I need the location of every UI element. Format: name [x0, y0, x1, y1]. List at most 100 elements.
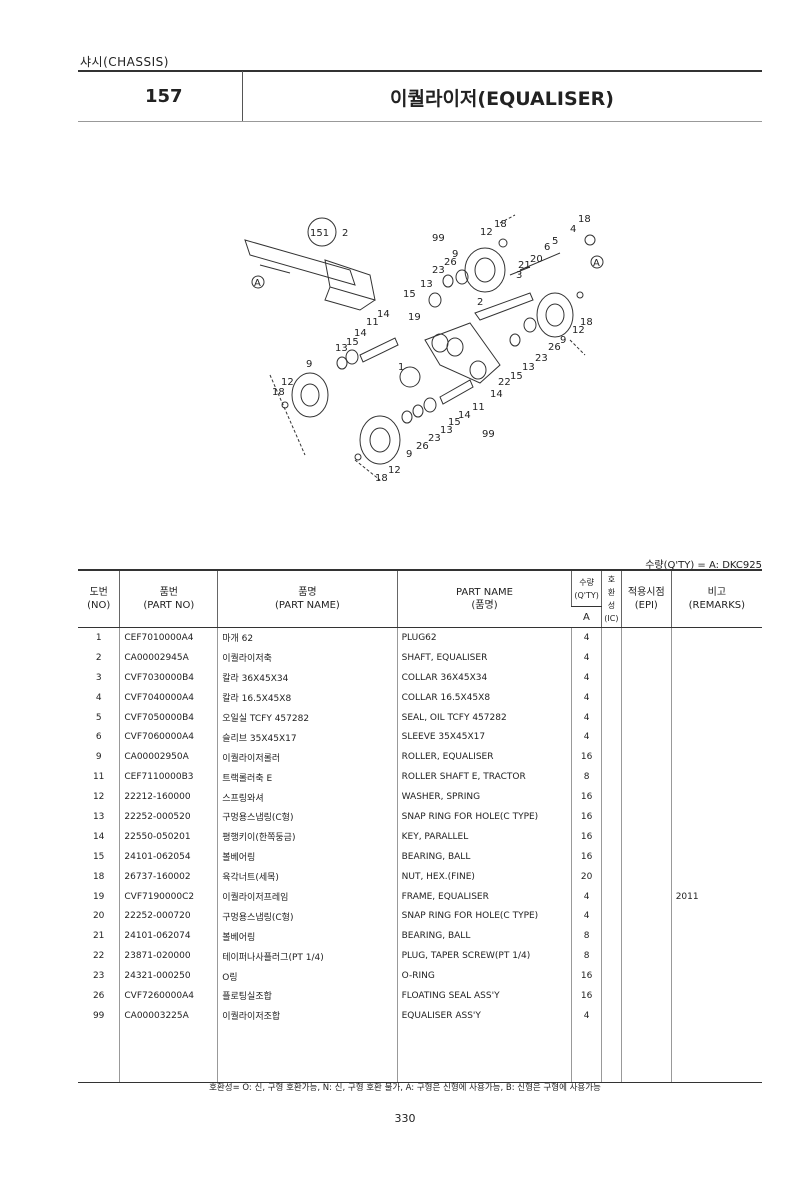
cell-name-en: KEY, PARALLEL: [396, 826, 572, 847]
callout-label: 13: [522, 362, 535, 373]
cell-qty: 4: [571, 687, 602, 708]
callout-label: 14: [490, 389, 503, 400]
callout-label: 15: [403, 289, 416, 300]
cell-name-kr: 이퀄라이저조합: [217, 1005, 398, 1026]
title-rule: [78, 121, 762, 122]
cell-part-no: CVF7030000B4: [119, 667, 218, 688]
cell-remarks: [670, 807, 762, 827]
cell-qty: 8: [571, 946, 602, 967]
cell-name-en: COLLAR 36X45X34: [396, 667, 572, 688]
cell-part-no: CVF7040000A4: [119, 687, 218, 708]
empty-cell: [571, 1025, 602, 1083]
callout-label: 21: [518, 260, 531, 271]
empty-cell: [217, 1025, 398, 1083]
cell-epi: [620, 767, 672, 788]
cell-qty: 16: [571, 986, 602, 1006]
col-part-name-kr-label: 품명 (PART NAME): [275, 587, 340, 611]
callout-label: 99: [482, 429, 495, 440]
cell-no: 20: [92, 911, 105, 922]
cell-no: 4: [95, 692, 102, 703]
cell-remarks: [670, 747, 762, 768]
cell-qty: 4: [571, 667, 602, 688]
cell-name-kr: 이퀄라이저축: [217, 647, 398, 668]
col-qty-label: 수량 (Q'TY): [574, 577, 599, 600]
cell-epi: [620, 826, 672, 847]
cell-part-no: CA00003225A: [119, 1005, 218, 1026]
cell-name-en: SLEEVE 35X45X17: [396, 727, 572, 748]
cell-part-no: 22252-000520: [119, 807, 218, 827]
callout-label: 5: [552, 236, 558, 247]
cell-name-kr: 볼베어링: [217, 926, 398, 947]
cell-no: 5: [95, 712, 102, 723]
cell-remarks: [670, 647, 762, 668]
cell-name-kr: 평행키이(한쪽둥금): [217, 826, 398, 847]
col-ic-label: 호 환 성 (IC): [604, 575, 619, 623]
cell-ic: [600, 966, 622, 987]
cell-qty: 4: [571, 1005, 602, 1026]
callout-label: 13: [440, 425, 453, 436]
callout-label: 23: [432, 265, 445, 276]
reference-marker: A: [593, 258, 600, 269]
callout-label: 15: [346, 337, 359, 348]
page-title: 이퀄라이저(EQUALISER): [390, 88, 614, 110]
cell-ic: [600, 667, 622, 688]
cell-epi: [620, 747, 672, 768]
cell-name-kr: 칼라 36X45X34: [217, 667, 398, 688]
cell-no: 14: [92, 831, 105, 842]
callout-label: 18: [375, 473, 388, 484]
callout-label: 22: [498, 377, 511, 388]
cell-ic: [600, 687, 622, 708]
col-qty-a: A: [571, 606, 602, 628]
cell-epi: [620, 926, 672, 947]
cell-name-en: BEARING, BALL: [396, 926, 572, 947]
cell-remarks: [670, 627, 762, 648]
cell-remarks: [670, 667, 762, 688]
cell-name-en: WASHER, SPRING: [396, 787, 572, 808]
cell-name-kr: 이퀄라이저롤러: [217, 747, 398, 768]
cell-name-kr: 구멍용스냅링(C형): [217, 906, 398, 927]
cell-qty: 8: [571, 926, 602, 947]
cell-part-no: CA00002945A: [119, 647, 218, 668]
callout-label: 18: [578, 214, 591, 225]
cell-remarks: [670, 906, 762, 927]
callout-label: 2: [342, 228, 348, 239]
cell-name-kr: 마개 62: [217, 627, 398, 648]
cell-no: 13: [92, 811, 105, 822]
cell-ic: [600, 946, 622, 967]
cell-name-kr: 테이퍼나사플러그(PT 1/4): [217, 946, 398, 967]
cell-name-en: EQUALISER ASS'Y: [396, 1005, 572, 1026]
cell-epi: [620, 647, 672, 668]
cell-name-kr: 슬리브 35X45X17: [217, 727, 398, 748]
callout-label: 23: [428, 433, 441, 444]
cell-epi: [620, 787, 672, 808]
callout-label: 4: [570, 224, 576, 235]
cell-part-no: 24101-062074: [119, 926, 218, 947]
cell-remarks: [670, 926, 762, 947]
callout-label: 12: [480, 227, 493, 238]
table-filler-row: [78, 1025, 762, 1083]
cell-epi: [620, 966, 672, 987]
cell-qty: 4: [571, 647, 602, 668]
callout-label: 20: [530, 254, 543, 265]
col-qty: 수량 (Q'TY): [571, 569, 602, 608]
empty-cell: [119, 1025, 218, 1083]
cell-name-kr: 플로팅실조합: [217, 986, 398, 1006]
callout-label: 11: [472, 402, 485, 413]
cell-part-no: 22550-050201: [119, 826, 218, 847]
callout-label: 99: [432, 233, 445, 244]
cell-ic: [600, 787, 622, 808]
interchangeability-legend: 호환성= O: 신, 구형 호환가능, N: 신, 구형 호환 불가, A: 구…: [209, 1083, 601, 1093]
callout-label: 151: [310, 228, 329, 239]
cell-qty: 16: [571, 826, 602, 847]
cell-part-no: CEF7110000B3: [119, 767, 218, 788]
cell-qty: 16: [571, 966, 602, 987]
section-label: 샤시(CHASSIS): [80, 55, 169, 69]
cell-name-kr: 트랙롤러축 E: [217, 767, 398, 788]
cell-name-en: BEARING, BALL: [396, 846, 572, 867]
cell-no: 11: [92, 772, 105, 783]
